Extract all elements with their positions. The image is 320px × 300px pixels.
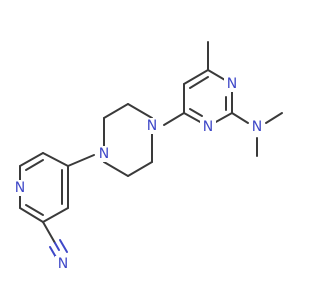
piperazine-pyrimidine-bond: [163, 112, 185, 126]
piperazine-nitrogen-1-label: N: [99, 146, 109, 162]
pyrimidine-nitrogen-3-label: N: [227, 76, 237, 92]
dimethylamino-group: [231, 112, 283, 157]
molecule-diagram: N N N N N N N: [12, 41, 283, 272]
dimethylamino-nitrogen-label: N: [252, 119, 262, 135]
piperazine-nitrogen-4-label: N: [147, 118, 157, 134]
pyridine-nitrogen-label: N: [15, 180, 25, 196]
pyrimidine-ring: [183, 69, 233, 124]
pyrimidine-nitrogen-1-label: N: [203, 119, 213, 135]
piperazine-ring: [103, 103, 153, 177]
nitrile-group: [42, 221, 68, 260]
pyridine-piperazine-bond: [67, 154, 95, 167]
atom-labels: N N N N N N N: [12, 76, 265, 272]
nitrile-nitrogen-label: N: [58, 256, 68, 272]
